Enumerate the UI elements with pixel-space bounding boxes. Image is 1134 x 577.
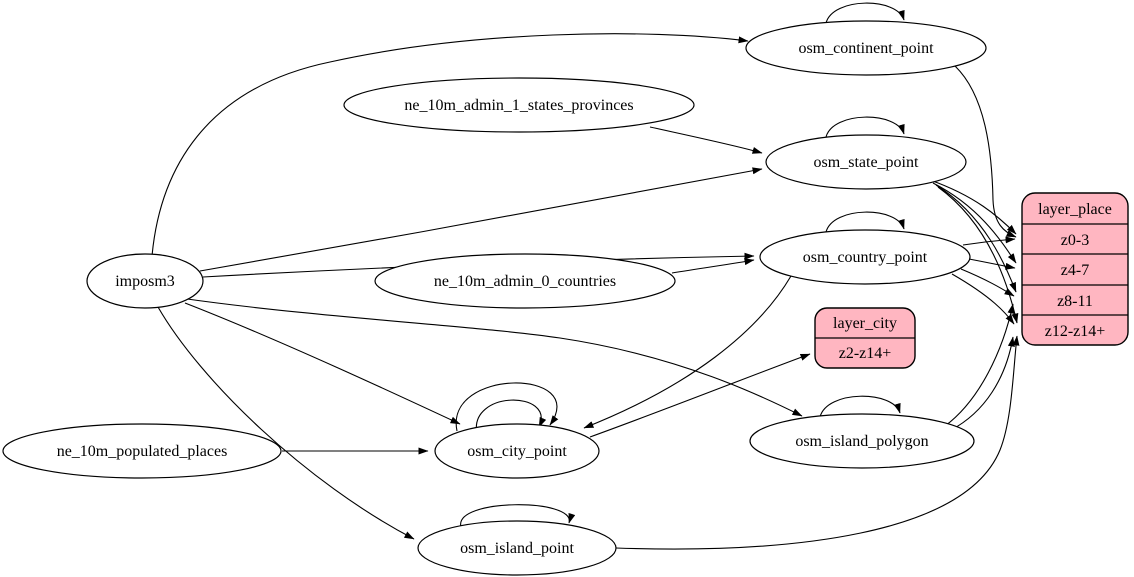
- selfloop-osm_island_point: [460, 504, 576, 528]
- selfloop-osm_city_point-inner: [475, 399, 547, 435]
- node-osm_state_point-label: osm_state_point: [814, 154, 919, 171]
- node-osm_country_point-label: osm_country_point: [803, 249, 928, 266]
- node-osm_country_point-shape: [759, 229, 971, 285]
- node-ne_10m_admin_0_countries: ne_10m_admin_0_countries: [374, 253, 676, 309]
- edge-imposm3-osm_state_point: [199, 167, 763, 272]
- node-osm_island_polygon-label: osm_island_polygon: [795, 433, 928, 450]
- node-ne_10m_populated_places-label: ne_10m_populated_places: [57, 443, 228, 460]
- node-osm_state_point: osm_state_point: [765, 134, 967, 190]
- edge-osm_island_point-layer_place-z12-z14: [615, 335, 1020, 550]
- selfloop-osm_country_point: [825, 211, 905, 233]
- node-ne_10m_admin_1_states_provinces: ne_10m_admin_1_states_provinces: [343, 77, 695, 133]
- node-osm_continent_point: osm_continent_point: [745, 20, 987, 76]
- selfloop-osm_island_polygon: [819, 395, 901, 418]
- layer_place-row-z0-3: z0-3: [1061, 232, 1089, 249]
- layer_place-row-z8-11: z8-11: [1057, 293, 1093, 310]
- node-osm_island_point-label: osm_island_point: [460, 540, 574, 557]
- node-osm_city_point: osm_city_point: [434, 423, 600, 479]
- layer_city-row-z2-z14: z2-z14+: [839, 345, 892, 362]
- node-layer_city-title: layer_city: [833, 315, 897, 332]
- node-layer_place: layer_place z0-3 z4-7 z8-11 z12-z14+: [1021, 192, 1129, 346]
- edge-osm_continent_point-layer_place-z0-3: [954, 65, 1017, 238]
- node-ne_10m_admin_1_states_provinces-shape: [343, 77, 695, 133]
- node-ne_10m_populated_places: ne_10m_populated_places: [2, 423, 282, 479]
- edge-osm_island_polygon-layer_place-z12-z14: [950, 336, 1015, 431]
- node-imposm3-label: imposm3: [115, 273, 175, 290]
- edge-imposm3-osm_city_point: [184, 302, 461, 425]
- node-layer_place-title: layer_place: [1038, 201, 1112, 218]
- node-osm_continent_point-label: osm_continent_point: [798, 40, 934, 57]
- node-ne_10m_admin_0_countries-label: ne_10m_admin_0_countries: [434, 273, 616, 290]
- edge-osm_country_point-layer_place-z0-3: [962, 236, 1016, 246]
- edge-ne_10m_admin_0_countries-osm_country_point: [671, 258, 755, 274]
- node-osm_island_point: osm_island_point: [417, 520, 617, 576]
- node-osm_city_point-label: osm_city_point: [467, 443, 567, 460]
- node-ne_10m_populated_places-shape: [2, 423, 282, 479]
- edge-osm_country_point-osm_city_point: [583, 275, 792, 429]
- node-osm_island_point-shape: [417, 520, 617, 576]
- node-osm_island_polygon-shape: [749, 413, 975, 469]
- edge-imposm3-osm_island_point: [157, 306, 415, 540]
- node-layer_place-shape: [1021, 192, 1129, 346]
- edge-osm_state_point-layer_place-z8-11: [935, 184, 1017, 293]
- selfloop-osm_continent_point: [825, 2, 905, 24]
- node-osm_state_point-shape: [765, 134, 967, 190]
- selfloop-osm_city_point-outer: [455, 382, 559, 432]
- edge-osm_country_point-layer_place-z4-7: [968, 258, 1016, 270]
- node-layer_city: layer_city z2-z14+: [814, 307, 916, 369]
- layer_place-row-z12-z14: z12-z14+: [1045, 323, 1106, 340]
- node-osm_island_polygon: osm_island_polygon: [749, 413, 975, 469]
- edge-imposm3-osm_continent_point: [151, 33, 749, 257]
- edge-osm_island_polygon-layer_place-z8-11: [944, 303, 1015, 427]
- edge-osm_city_point-layer_city-z2-z14: [589, 353, 811, 438]
- node-imposm3-shape: [86, 253, 204, 309]
- edge-osm_state_point-layer_place-z4-7: [932, 182, 1017, 264]
- edge-imposm3-osm_island_polygon: [179, 297, 803, 417]
- node-osm_country_point: osm_country_point: [759, 229, 971, 285]
- node-ne_10m_admin_1_states_provinces-label: ne_10m_admin_1_states_provinces: [404, 97, 633, 114]
- node-osm_city_point-shape: [434, 423, 600, 479]
- selfloop-osm_state_point: [825, 116, 905, 138]
- node-osm_continent_point-shape: [745, 20, 987, 76]
- node-imposm3: imposm3: [86, 253, 204, 309]
- edge-osm_country_point-layer_place-z8-11: [960, 268, 1015, 297]
- layer_place-row-z4-7: z4-7: [1061, 262, 1089, 279]
- edge-osm_state_point-layer_place-z0-3: [929, 179, 1017, 235]
- edge-osm_country_point-layer_place-z12-z14: [951, 273, 1015, 325]
- edge-ne_10m_admin_1_states_provinces-osm_state_point: [649, 126, 763, 154]
- node-ne_10m_admin_0_countries-shape: [374, 253, 676, 309]
